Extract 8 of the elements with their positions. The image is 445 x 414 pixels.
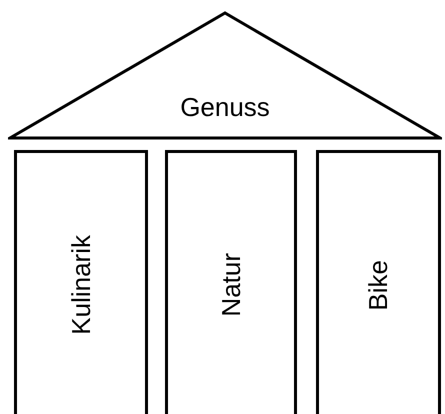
pillar-label: Kulinarik (66, 235, 96, 335)
roof-label: Genuss (180, 92, 270, 123)
roof-triangle (8, 10, 442, 140)
pillar-label: Bike (363, 260, 394, 310)
pillar-box (316, 150, 441, 414)
pillar-label: Natur (216, 253, 246, 317)
pillar-box (14, 150, 148, 414)
pillar-box (165, 150, 297, 414)
